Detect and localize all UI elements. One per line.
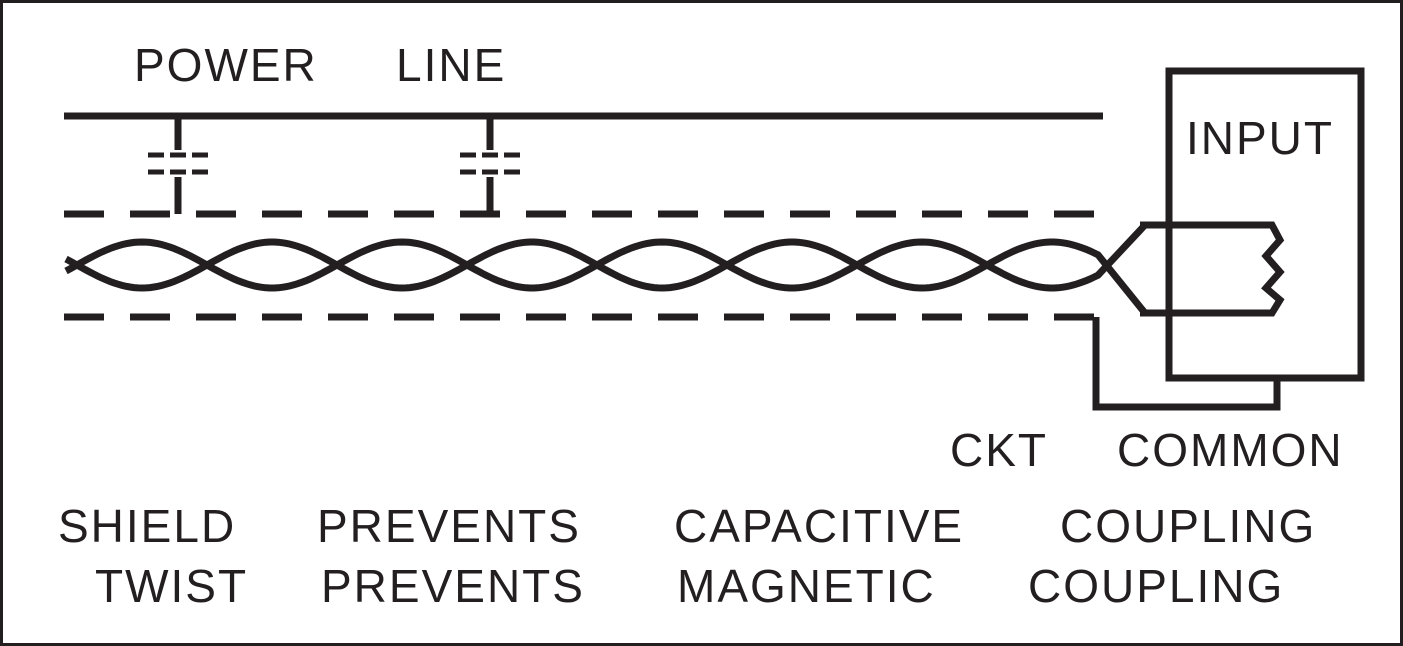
caption-row-2: TWIST PREVENTS MAGNETIC COUPLING <box>95 560 1284 612</box>
caption-row-1: SHIELD PREVENTS CAPACITIVE COUPLING <box>58 500 1316 552</box>
caption-word: PREVENTS <box>317 500 581 552</box>
caption-word: MAGNETIC <box>677 560 936 612</box>
common-label: COMMON <box>1117 424 1344 476</box>
caption-word: SHIELD <box>58 500 236 552</box>
line-label: LINE <box>396 39 506 91</box>
caption-word: CAPACITIVE <box>674 500 964 552</box>
stray-capacitance-1 <box>148 116 208 214</box>
ckt-label: CKT <box>950 424 1048 476</box>
circuit-common-wire <box>1092 317 1281 411</box>
caption-word: COUPLING <box>1060 500 1316 552</box>
power-label: POWER <box>134 39 318 91</box>
twisted-wire-b <box>64 238 1148 316</box>
caption-word: TWIST <box>95 560 248 612</box>
stray-capacitance-2 <box>460 116 520 214</box>
caption-word: PREVENTS <box>321 560 585 612</box>
caption-word: COUPLING <box>1028 560 1284 612</box>
input-resistor <box>1140 221 1285 317</box>
twisted-wire-a <box>64 222 1148 292</box>
input-label: INPUT <box>1186 112 1334 164</box>
